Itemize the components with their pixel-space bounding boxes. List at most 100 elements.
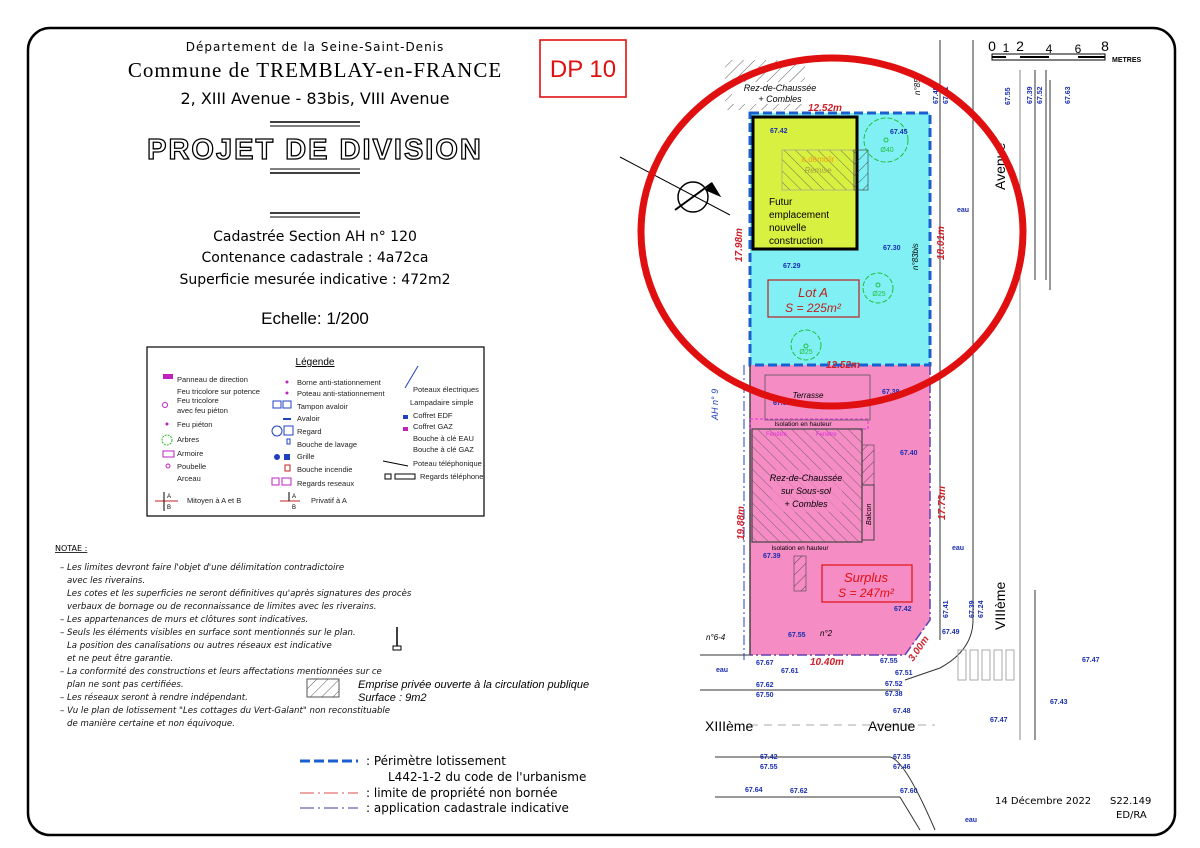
legend-application: : application cadastrale indicative xyxy=(366,801,569,815)
note-line: et ne peut être garantie. xyxy=(67,653,173,664)
balcon-label: Balcon xyxy=(866,503,873,525)
project-title: PROJET DE DIVISION xyxy=(147,134,483,166)
street-viii: VIIIème xyxy=(992,582,1008,630)
note-line: – Seuls les éléments visibles en surface… xyxy=(60,627,356,638)
parcel-n6-4: n°6-4 xyxy=(706,633,726,642)
address: 2, XIII Avenue - 83bis, VIII Avenue xyxy=(180,89,449,108)
dim-left-lot-a: 17.98m xyxy=(734,228,745,262)
legend-item: Lampadaire simple xyxy=(410,398,473,407)
legend-perimetre: : Périmètre lotissement xyxy=(366,754,506,768)
legend-item: Grille xyxy=(297,452,315,461)
tree-diameter: Ø25 xyxy=(799,349,812,356)
fenetre-label: Fenêtre xyxy=(816,432,837,438)
dim-left-surplus: 19.88m xyxy=(736,506,747,540)
line-legend: : Périmètre lotissement L442-1-2 du code… xyxy=(300,754,586,815)
legend-limite: : limite de propriété non bornée xyxy=(366,786,557,800)
highlight-circle xyxy=(637,54,1027,410)
legend-item: avec feu piéton xyxy=(177,406,228,415)
legend-item: Mitoyen à A et B xyxy=(187,496,241,505)
street-avenue: Avenue xyxy=(868,718,915,734)
elevation: 67.38 xyxy=(882,389,900,396)
note-line: – Les réseaux seront à rendre indépendan… xyxy=(60,692,248,703)
elevation-points: 67.42 67.45 67.30 67.29 67.38 67.52 67.4… xyxy=(716,86,1100,824)
elevation: 67.62 xyxy=(756,682,774,689)
cadastre-ah: AH n° 9 xyxy=(710,389,720,421)
legend-b: B xyxy=(292,505,296,511)
plan-date: 14 Décembre 2022 xyxy=(995,795,1091,807)
elevation: 67.29 xyxy=(783,263,801,270)
future-label: emplacement xyxy=(769,210,829,221)
contenance: Contenance cadastrale : 4a72ca xyxy=(202,250,429,266)
legend-title: Légende xyxy=(296,357,335,368)
tree-diameter: Ø40 xyxy=(880,147,893,154)
legend-item: Coffret EDF xyxy=(413,411,453,420)
legend-b: B xyxy=(167,505,171,511)
note-line: de manière certaine et non équivoque. xyxy=(67,718,235,729)
elevation: 67.55 xyxy=(1005,87,1012,105)
elevation: 67.39 xyxy=(969,600,976,618)
scale-tick: 6 xyxy=(1075,42,1082,56)
elevation: 67.52 xyxy=(1037,86,1044,104)
elevation: 67.52 xyxy=(885,681,903,688)
dim-bottom: 10.40m xyxy=(810,657,844,668)
elevation: 67.51 xyxy=(895,670,913,677)
elevation: 67.41 xyxy=(943,600,950,618)
elevation: 67.55 xyxy=(788,632,806,639)
north-arrow-icon xyxy=(619,156,731,216)
emprise-surface: Surface : 9m2 xyxy=(358,692,426,704)
dim-right-lot-a: 18.01m xyxy=(936,226,947,260)
legend-item: Bouche incendie xyxy=(297,465,352,474)
fenetre-label: Fenêtre xyxy=(766,432,787,438)
parcel-number-top: n°85 xyxy=(913,78,922,95)
note-line: avec les riverains. xyxy=(67,576,145,586)
dp-badge-label: DP 10 xyxy=(550,56,616,83)
note-line: – Vu le plan de lotissement "Les cottage… xyxy=(60,706,390,716)
plan-initials: ED/RA xyxy=(1116,810,1147,821)
legend-item: Privatif à A xyxy=(311,496,347,505)
legend-item: Feu piéton xyxy=(177,420,212,429)
elevation: 67.47 xyxy=(1082,657,1100,664)
elevation: 67.47 xyxy=(990,717,1008,724)
future-label: construction xyxy=(769,236,823,247)
house-label: Rez-de-Chaussée xyxy=(770,473,843,483)
elevation: 67.42 xyxy=(894,606,912,613)
legend-item: Borne anti-stationnement xyxy=(297,378,382,387)
eau-label: eau xyxy=(952,545,964,552)
commune: Commune de TREMBLAY-en-FRANCE xyxy=(128,58,502,82)
note-line: – Les appartenances de murs et clôtures … xyxy=(60,614,308,625)
legend-item: Poteaux électriques xyxy=(413,385,479,394)
scale-tick: 1 xyxy=(1003,41,1010,55)
eau-label: eau xyxy=(965,817,977,824)
elevation: 67.61 xyxy=(781,668,799,675)
legend-item: Poteau téléphonique xyxy=(413,459,482,468)
remise xyxy=(781,149,855,191)
legend-a: A xyxy=(292,494,296,500)
elevation: 67.60 xyxy=(900,788,918,795)
elevation: 67.62 xyxy=(790,788,808,795)
lot-a-label: Lot A xyxy=(798,285,828,300)
elevation: 67.39 xyxy=(763,553,781,560)
elevation: 67.67 xyxy=(756,660,774,667)
legend-item: Regards téléphone xyxy=(420,472,483,481)
legend-item: Regards reseaux xyxy=(297,479,354,488)
legend-item: Feu tricolore sur potence xyxy=(177,387,260,396)
legend-item: Arceau xyxy=(177,474,201,483)
isolation-label: Isolation en hauteur xyxy=(774,421,832,428)
street-xiii: XIIIème xyxy=(705,718,753,734)
legend: Légende Panneau de direction Feu tricolo… xyxy=(146,346,485,517)
legend-item: Poubelle xyxy=(177,462,206,471)
note-line: verbaux de bornage ou de reconnaissance … xyxy=(67,602,376,612)
elevation: 67.63 xyxy=(1065,86,1072,104)
elevation: 67.55 xyxy=(760,764,778,771)
surplus-label: Surplus xyxy=(844,570,889,585)
dim-top: 12.52m xyxy=(808,103,842,114)
legend-item: Panneau de direction xyxy=(177,375,248,384)
legend-item: Arbres xyxy=(177,435,199,444)
tree-diameter: Ø25 xyxy=(872,291,885,298)
elevation: 67.42 xyxy=(760,754,778,761)
elevation: 67.42 xyxy=(770,128,788,135)
elevation: 67.43 xyxy=(1050,699,1068,706)
lot-a-box xyxy=(767,279,860,318)
terrasse-label: Terrasse xyxy=(793,391,824,400)
remise-label: Remise xyxy=(804,166,832,175)
